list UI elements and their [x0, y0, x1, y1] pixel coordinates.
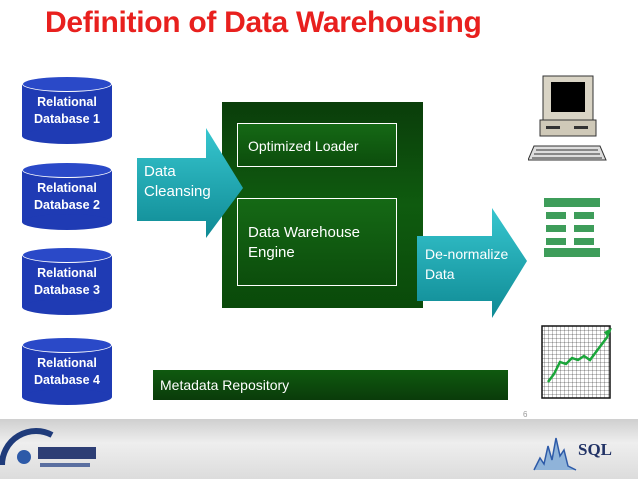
database-label-line2: Database 1	[33, 112, 100, 126]
sql-logo-text: SQL	[578, 440, 613, 459]
metadata-repository-label: Metadata Repository	[160, 377, 290, 393]
computer-icon	[528, 75, 607, 161]
data-cleansing-arrow	[137, 128, 243, 238]
cleansing-label-line1: Data	[144, 163, 176, 180]
page-title: Definition of Data Warehousing	[45, 6, 482, 39]
footer-bar	[0, 419, 638, 479]
data-cleansing-label: Data Cleansing	[144, 162, 211, 202]
page-number: 6	[523, 410, 528, 419]
database-label-line2: Database 2	[33, 198, 100, 212]
denormalize-label-line1: De-normalize	[425, 246, 509, 262]
database-label-line1: Relational	[37, 356, 97, 370]
engine-label-line2: Engine	[248, 244, 295, 261]
sql-performance-logo	[0, 428, 96, 467]
metadata-repository-bar: Metadata Repository	[153, 370, 508, 400]
engine-label-line1: Data Warehouse	[248, 224, 361, 241]
database-label-line1: Relational	[37, 266, 97, 280]
optimized-loader-label: Optimized Loader	[248, 138, 359, 154]
denormalize-label: De-normalize Data	[425, 244, 508, 284]
spreadsheet-icon	[544, 198, 600, 257]
line-chart-icon	[541, 325, 612, 399]
optimized-loader-box: Optimized Loader	[237, 123, 397, 167]
cleansing-label-line2: Cleansing	[144, 183, 211, 200]
database-label-line2: Database 4	[33, 373, 100, 387]
denormalize-label-line2: Data	[425, 266, 455, 282]
denormalize-arrow	[417, 208, 527, 318]
database-label-line2: Database 3	[33, 283, 100, 297]
sql-logo	[533, 437, 577, 471]
database-label-line1: Relational	[37, 95, 97, 109]
database-label-line1: Relational	[37, 181, 97, 195]
